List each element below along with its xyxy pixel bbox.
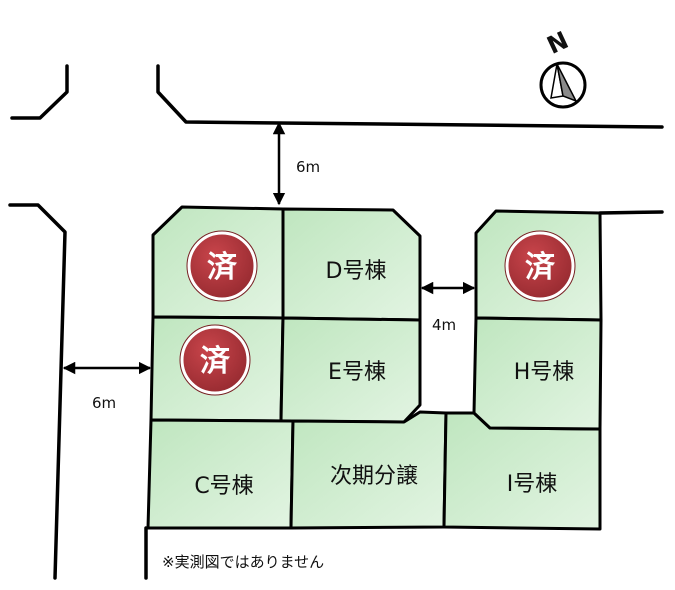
sold-badge-right: 済 — [504, 230, 576, 302]
lot-d-label: D号棟 — [326, 259, 387, 284]
sold-badge-text: 済 — [200, 344, 231, 379]
lot-i-label: I号棟 — [507, 472, 558, 497]
sold-badge-upper-left: 済 — [186, 230, 258, 302]
road-edge-north — [156, 64, 664, 129]
lot-i[interactable] — [442, 411, 602, 531]
sold-badge-text: 済 — [207, 250, 238, 285]
lot-next-phase-label: 次期分譲 — [330, 464, 418, 489]
lot-e[interactable] — [279, 316, 422, 424]
sold-badge-middle-left: 済 — [179, 324, 251, 396]
lot-h-label: H号棟 — [514, 360, 575, 385]
lot-c-label: C号棟 — [194, 474, 253, 499]
north-arrow-icon: N — [539, 26, 587, 109]
lot-e-label: E号棟 — [328, 360, 386, 385]
road-edge-upper-left — [10, 64, 69, 120]
lot-h[interactable] — [472, 316, 603, 431]
road-edge-west — [8, 203, 67, 580]
lot-d[interactable] — [281, 207, 422, 322]
not-surveyed-note: ※実測図ではありません — [162, 553, 324, 571]
west-road-width-label: 6m — [92, 394, 116, 412]
sold-badge-text: 済 — [525, 250, 556, 285]
north-road-width-label: 6m — [296, 158, 320, 176]
compass-north-label: N — [543, 26, 573, 60]
inner-road-width-label: 4m — [432, 316, 456, 334]
road-edge-east-stub — [598, 210, 664, 215]
